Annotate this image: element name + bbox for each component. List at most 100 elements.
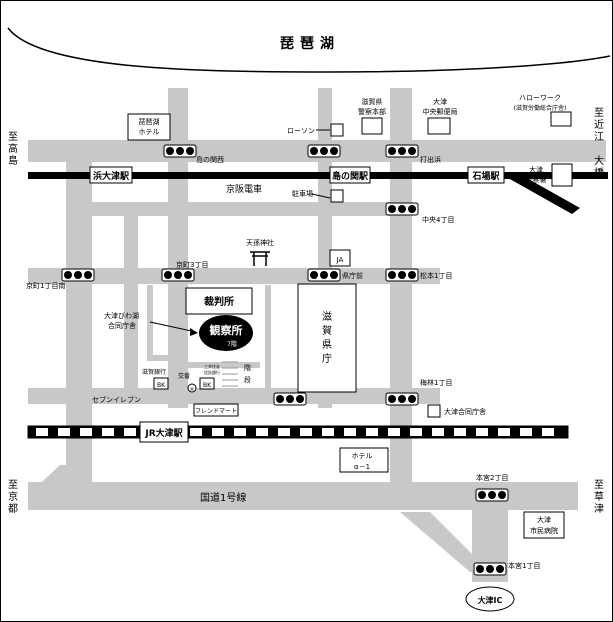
dir-omi-2: 近 [594,118,604,131]
biwako-gov-label-1: 大津びわ湖 [104,311,139,320]
jr-tie [212,428,224,436]
otsu-ic-marker [465,586,515,612]
dir-takashima-2: 高 [8,142,18,155]
direction-omi-ohashi: 至 近 江 大 橋 [594,107,604,179]
biwako-gov-pointer [149,321,197,333]
pref-office-label-3: 県 [322,339,332,351]
hospital-box [523,511,565,539]
road-chuo [92,202,412,216]
jr-tie [476,428,488,436]
street-a [147,285,168,361]
direction-kyoto: 至 京 都 [8,479,18,515]
pref-office-label-2: 賀 [322,325,332,337]
traffic-light-icon [385,268,419,282]
traffic-light-icon [385,144,419,158]
otsu-ic-label: 大津IC [478,595,503,605]
road-west-vertical [66,140,92,495]
int-uchidehama: 打出浜 [420,155,441,164]
int-chuo4: 中央4丁目 [422,215,454,224]
dir-kyoto-3: 都 [8,503,18,515]
otsu-police-box [551,163,573,187]
direction-kusatsu: 至 草 津 [594,479,604,515]
int-umebayashi1: 梅林1丁目 [420,378,452,387]
arrow-icon [190,328,198,336]
hello-work-box [550,111,572,127]
jr-tie [520,428,532,436]
traffic-light-icon [475,488,509,502]
int-hongu1: 本宮1丁目 [508,561,540,570]
dir-takashima-1: 至 [8,131,18,143]
traffic-light-icon [61,268,95,282]
observatory-marker [199,315,253,351]
jr-tie [278,428,290,436]
police-hq-label-2: 警察本部 [358,107,386,116]
station-ishiba: 石場駅 [467,166,505,184]
observatory-label: 観察所 [210,323,243,337]
traffic-light-icon [385,392,419,406]
jr-tie [300,428,312,436]
jr-tie [366,428,378,436]
station-jr-otsu-box [139,421,189,443]
int-kencho-mae: 県庁前 [342,271,363,280]
bk2-label: BK [203,382,212,389]
otsu-police-label-1: 大津 [529,165,543,174]
jr-tie [190,428,202,436]
ja-box [329,249,351,267]
station-jr-otsu-label: JR大津駅 [144,427,183,439]
friend-mart-box [193,403,239,417]
hotel-alpha-label-2: α－1 [354,463,370,471]
parking-pointer [311,193,331,199]
station-shimanoseki: 島の関駅 [329,166,371,184]
courthouse-box [185,287,253,315]
biwako-hotel-box [127,113,171,141]
dir-omi-1: 至 [594,107,604,119]
jr-tie [80,428,92,436]
landmark-biwako-hotel: 琵琶湖 ホテル [127,113,171,141]
traffic-light-icon [307,144,341,158]
int-matsumoto1: 松本1丁目 [420,271,452,280]
otsu-police-label-2: 警察署 [526,175,547,184]
stairs-label-1: 階 [244,363,251,372]
dir-takashima-3: 島 [8,154,18,167]
jr-tie [432,428,444,436]
bk1-label: BK [157,382,166,389]
koban-label: 交番 [178,372,190,380]
jr-tie [498,428,510,436]
parking-box [330,189,344,203]
pref-office-label-4: 庁 [322,352,332,365]
hello-work-label-2: (滋賀労働総合庁舎) [514,104,567,112]
ja-label: JA [336,256,344,264]
otsu-gov-bldg-label: 大津合同庁舎 [444,407,486,416]
jr-tie [542,428,554,436]
traffic-light-icon [385,202,419,216]
biwako-hotel-label-2: ホテル [139,128,160,136]
observatory-floor-label: 7階 [227,340,237,348]
friend-mart-label: フレンドマート [195,408,237,415]
road-diagonal-ic [400,512,490,572]
station-hamaotsu-label: 浜大津駅 [93,170,130,182]
traffic-light-icon [273,392,307,406]
road-center-vertical [168,88,188,408]
station-jr-otsu: JR大津駅 [139,421,189,443]
post-office-label-2: 中央郵便局 [423,107,458,116]
station-ishiba-box [467,166,505,184]
post-office-label-1: 大津 [433,97,447,106]
dir-omi-3: 江 [594,131,604,143]
dir-kusatsu-2: 草 [594,491,604,503]
jr-tie [344,428,356,436]
police-hq-box [361,117,383,135]
station-hamaotsu: 浜大津駅 [89,166,133,184]
keihan-label: 京阪電車 [226,183,262,195]
hospital-label-2: 市民病院 [530,526,558,535]
pref-office-box [297,283,357,393]
jr-tie [36,428,48,436]
road-small-vertical [124,205,138,395]
int-shimanoseki-w: 島の関西 [196,155,224,164]
dir-kyoto-2: 京 [8,490,18,503]
hello-work-label-1: ハローワーク [519,94,561,102]
pref-office-label-1: 滋 [322,310,332,323]
jr-tie [124,428,136,436]
jr-tie [58,428,70,436]
